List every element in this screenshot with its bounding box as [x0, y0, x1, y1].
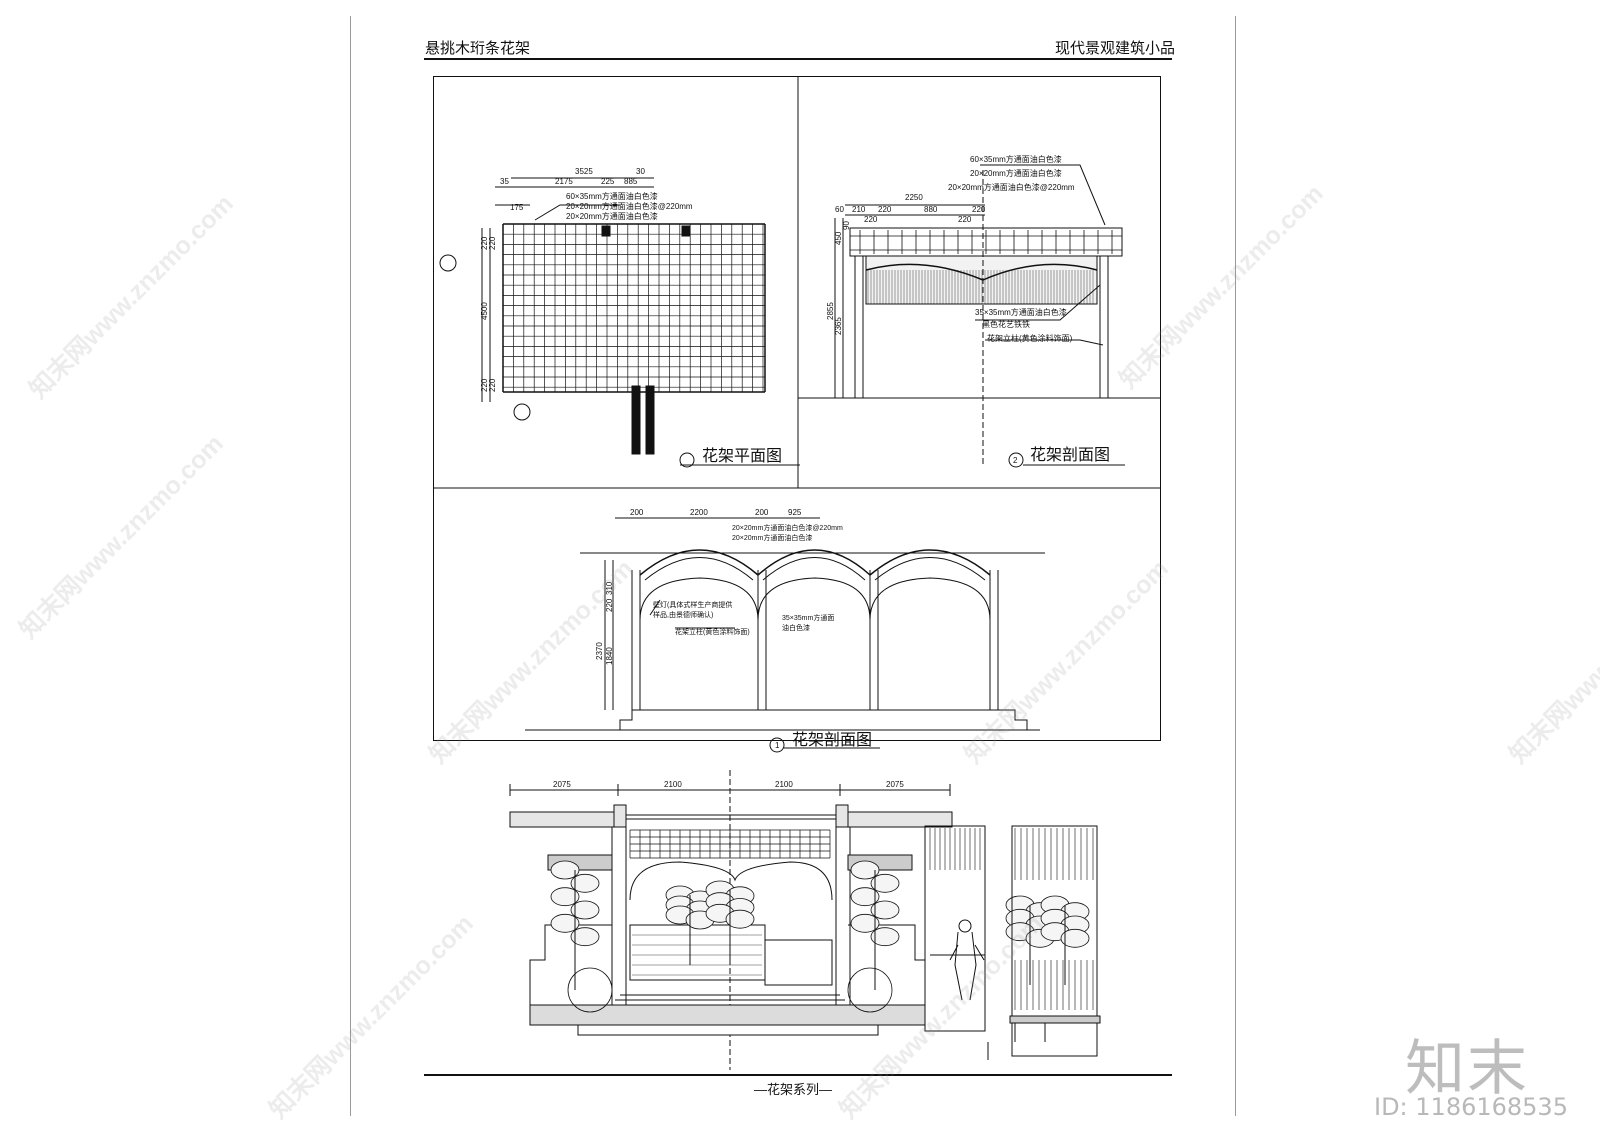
footer-label: —花架系列— [754, 1082, 833, 1097]
section-b-dim: 2200 [690, 508, 708, 517]
plan-dim: 225 [601, 177, 615, 186]
section-a-dim: 220 [864, 215, 878, 224]
plan-dim: 220 [488, 236, 497, 250]
section-b-note: 20×20mm方通面油白色漆 [732, 533, 812, 542]
section-a-dim: 220 [972, 205, 986, 214]
section-b-dim: 200 [630, 508, 644, 517]
left-margin-line [350, 16, 351, 1116]
section-a-note: 60×35mm方通面油白色漆 [970, 154, 1062, 164]
section-a-title: 花架剖面图 [1030, 446, 1110, 464]
section-b-note: 花架立柱(黄色涂料饰面) [675, 627, 750, 636]
section-b-marker: 1 [775, 741, 780, 750]
section-a-dim: 450 [834, 231, 843, 245]
section-a-dim: 2855 [826, 302, 835, 320]
section-b-dim: 925 [788, 508, 802, 517]
plan-view [502, 223, 766, 393]
plan-dim: 175 [510, 203, 524, 212]
section-b-note: 样品,由景德师确认) [653, 610, 713, 619]
section-a-note: 花架立柱(黄色涂料饰面) [987, 333, 1073, 343]
section-a-dim: 90 [842, 221, 851, 230]
plan-title: 花架平面图 [702, 447, 782, 465]
plan-dim: 220 [480, 378, 489, 392]
brand-logo: 知末 [1405, 1034, 1529, 1104]
section-b-title: 花架剖面图 [792, 731, 872, 749]
section-b-note: 35×35mm方通面 [782, 613, 834, 622]
plan-dim: 220 [480, 236, 489, 250]
plan-dim: 2175 [555, 177, 573, 186]
section-b-note: 20×20mm方通面油白色漆@220mm [732, 523, 843, 532]
section-a-dim: 2365 [834, 317, 843, 335]
header-right-title: 现代景观建筑小品 [1055, 40, 1176, 57]
plan-dim: 35 [500, 177, 509, 186]
section-b-dim: 1840 [605, 647, 614, 665]
plan-dim: 220 [488, 378, 497, 392]
plan-dim: 4500 [480, 302, 489, 320]
section-a-dim: 60 [835, 205, 844, 214]
section-a-dim: 2250 [905, 193, 923, 202]
section-b-dim: 220 [605, 598, 614, 612]
section-a-note: 20×20mm方通面油白色漆 [970, 168, 1062, 178]
section-b-note: 油白色漆 [782, 623, 810, 632]
plan-dim: 3525 [575, 167, 593, 176]
footer-rule [424, 1074, 1172, 1076]
section-b-dim: 200 [755, 508, 769, 517]
section-a-dim: 220 [958, 215, 972, 224]
drawing-sheet [433, 76, 1161, 741]
section-a-dim: 220 [878, 205, 892, 214]
plan-note: 60×35mm方通面油白色漆 [566, 191, 658, 201]
section-b-dim: 2370 [595, 642, 604, 660]
section-a-note: 20×20mm方通面油白色漆@220mm [948, 182, 1075, 192]
section-a-dim: 210 [852, 205, 866, 214]
plan-note: 20×20mm方通面油白色漆@220mm [566, 201, 693, 211]
elevation-dim: 2075 [886, 780, 904, 789]
section-b-dim: 310 [605, 581, 614, 595]
elevation-dim: 2100 [664, 780, 682, 789]
header-left-title: 悬挑木珩条花架 [425, 40, 531, 57]
plan-note: 20×20mm方通面油白色漆 [566, 211, 658, 221]
section-a-dim: 880 [924, 205, 938, 214]
section-a-note: 35×35mm方通面油白色漆 [975, 307, 1067, 317]
section-a-note: 黑色花艺铁铁 [982, 319, 1030, 329]
elevation-dim: 2100 [775, 780, 793, 789]
header-rule [424, 58, 1172, 60]
plan-dim: 885 [624, 177, 638, 186]
section-a-marker: 2 [1013, 456, 1018, 465]
plan-dim: 30 [636, 167, 645, 176]
elevation-dim: 2075 [553, 780, 571, 789]
section-b-note: 壁灯(具体式样生产商提供 [653, 600, 732, 609]
right-margin-line [1235, 16, 1236, 1116]
image-id: ID: 1186168535 [1374, 1093, 1568, 1121]
